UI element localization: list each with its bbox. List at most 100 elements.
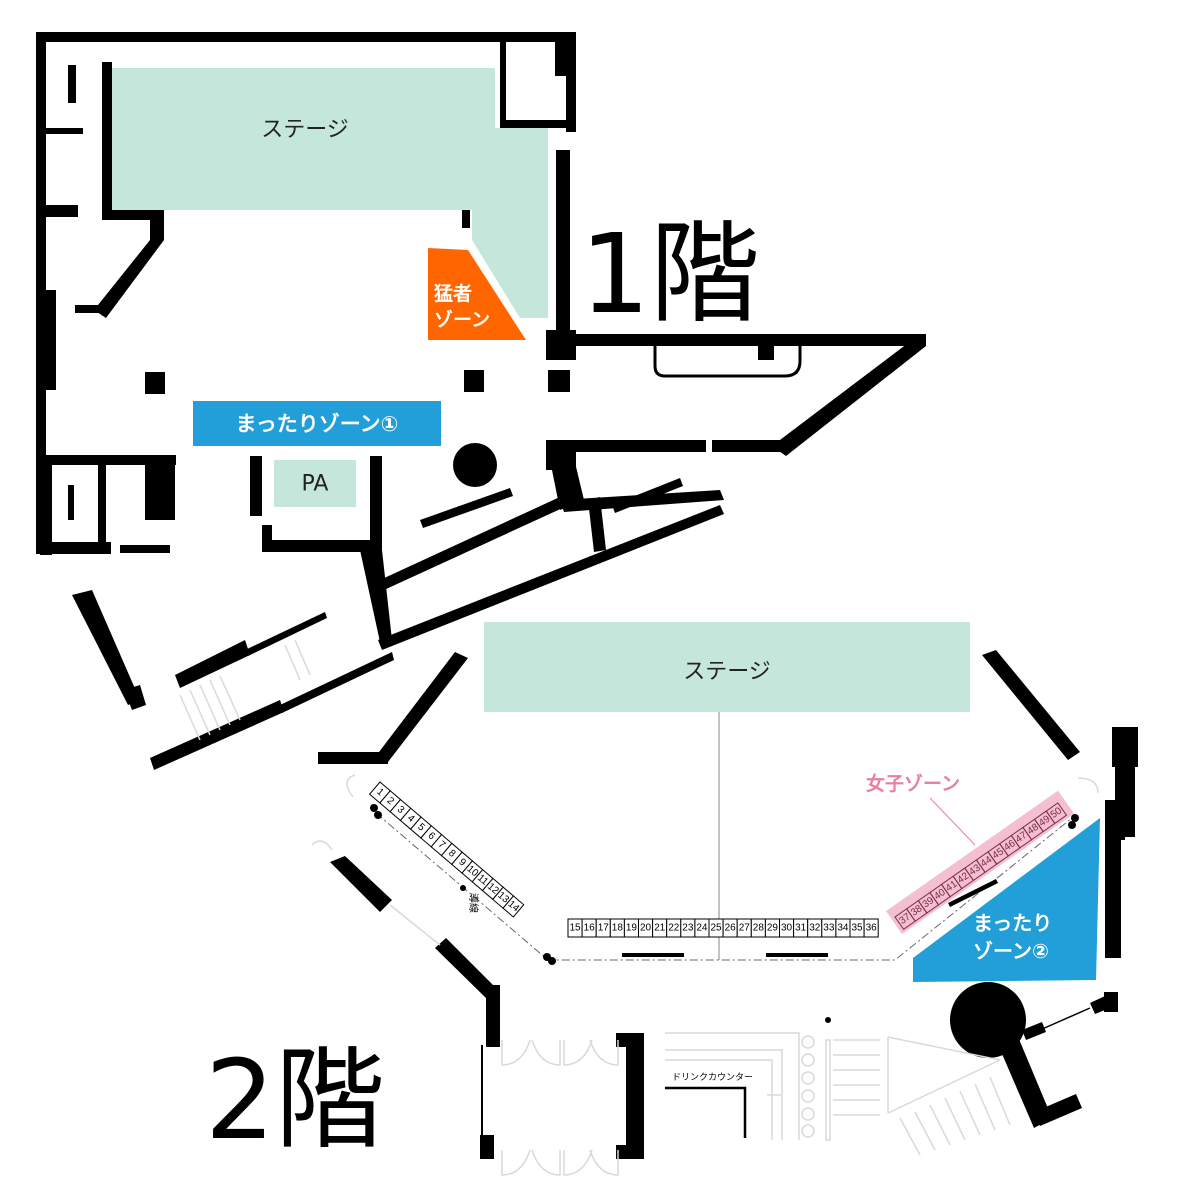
route-post [1071, 814, 1079, 822]
floor-1-label: 1階 [580, 210, 760, 338]
wall [612, 478, 683, 513]
floor-2-stage-label: ステージ [683, 660, 771, 685]
wall [330, 856, 392, 912]
wall [1104, 992, 1118, 1012]
seat-number: 24 [696, 923, 708, 934]
floor-2-label: 2階 [205, 1036, 385, 1164]
wall [68, 485, 74, 520]
seat-number: 8 [446, 848, 458, 860]
rope-bar [766, 953, 828, 957]
wall [72, 590, 140, 705]
pa-label: PA [302, 472, 329, 497]
column [462, 208, 470, 228]
seat-number: 4 [405, 813, 417, 825]
mosa-zone-label-line1: 猛者 [433, 282, 472, 305]
seat-31: 31 [793, 918, 809, 938]
seat-number: 26 [725, 923, 737, 934]
seat-number: 18 [612, 923, 624, 934]
wall [1112, 727, 1138, 767]
handrail [1039, 1007, 1091, 1031]
wall [420, 488, 513, 528]
seat-28: 28 [750, 918, 766, 938]
route-post [370, 804, 378, 812]
wall [982, 650, 1080, 760]
wall [500, 36, 506, 126]
mattari-zone-1-label: まったりゾーン① [236, 412, 399, 436]
wall [98, 455, 106, 550]
wall [616, 1033, 642, 1047]
route-label: 導線 [467, 893, 480, 913]
entrance-doors [501, 1039, 619, 1176]
mattari-zone-2-label-line1: まったり [973, 911, 1052, 935]
seat-32: 32 [807, 918, 823, 938]
post [825, 1017, 831, 1023]
wall [38, 205, 78, 217]
wall [145, 460, 175, 520]
counter-outlines [665, 1032, 880, 1141]
round-pillar [453, 443, 497, 487]
wall [626, 1033, 644, 1158]
wall [75, 305, 105, 313]
seat-number: 5 [415, 822, 427, 834]
seat-number: 6 [426, 830, 438, 842]
seat-number: 20 [640, 923, 652, 934]
seat-number: 1 [374, 786, 386, 798]
seat-26: 26 [722, 918, 738, 938]
wall [486, 985, 500, 1035]
wall [360, 550, 392, 642]
door-swing [1077, 777, 1099, 794]
seat-number: 35 [851, 923, 863, 934]
seat-number: 15 [569, 923, 581, 934]
floor-1-stage [112, 68, 548, 318]
rope-bar [622, 953, 684, 957]
seat-number: 21 [654, 923, 666, 934]
wall [120, 545, 170, 553]
seat-box [502, 895, 525, 918]
seat-16: 16 [581, 918, 597, 938]
staircase-lines [887, 1036, 1011, 1156]
drink-counter [665, 1086, 747, 1138]
wall [486, 1035, 500, 1047]
pa-booth [274, 460, 356, 507]
wall [102, 210, 162, 220]
seat-35: 35 [849, 918, 865, 938]
column [548, 370, 570, 392]
seat-number: 2 [385, 795, 397, 807]
route-post [374, 811, 382, 819]
column [464, 370, 484, 392]
wall [772, 334, 926, 456]
bar-counter [653, 346, 802, 378]
wall [376, 652, 468, 762]
seat-33: 33 [821, 918, 837, 938]
wall-thin [389, 904, 441, 946]
wall [370, 456, 382, 551]
floor-1-plan: ステージ 猛者 ゾーン まったりゾーン① PA 1階 [36, 32, 926, 770]
seat-17: 17 [595, 918, 611, 938]
drink-counter-label: ドリンクカウンター [672, 1072, 753, 1083]
wall [555, 36, 575, 76]
wall [758, 346, 774, 360]
wall [566, 32, 576, 132]
seat-number: 25 [710, 923, 722, 934]
mattari-zone-2-label-line2: ゾーン② [973, 939, 1049, 963]
seat-number: 27 [739, 923, 751, 934]
wall [378, 505, 724, 650]
wall [94, 240, 164, 318]
seat-number: 19 [626, 923, 638, 934]
wall [500, 120, 570, 128]
wall [1034, 1094, 1082, 1126]
door-swing [346, 774, 356, 798]
seat-15: 15 [567, 918, 583, 938]
seat-22: 22 [666, 918, 682, 938]
wall [1105, 800, 1125, 840]
wall [68, 65, 76, 103]
floor-2-stage [484, 622, 970, 712]
joshi-zone-label: 女子ゾーン [866, 772, 960, 795]
seat-number: 9 [456, 857, 468, 869]
wall [480, 1135, 494, 1159]
seat-number: 32 [809, 923, 821, 934]
